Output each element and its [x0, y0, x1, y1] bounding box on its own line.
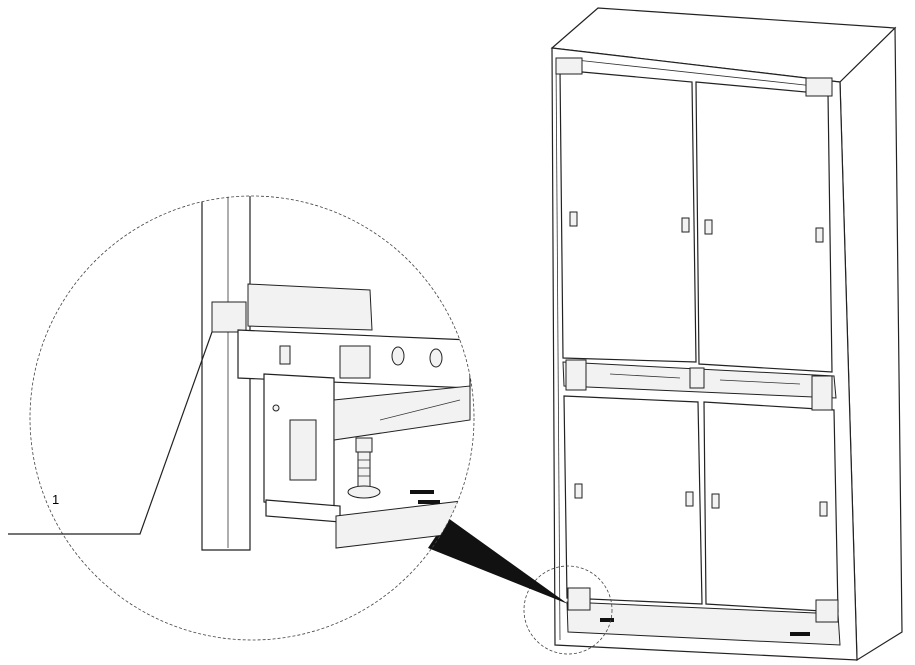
magnified-detail: [29, 195, 475, 641]
callout-1: 1: [8, 331, 213, 535]
door-panel-bottom-right: [703, 401, 839, 613]
magnifier-wedge: [428, 518, 568, 604]
middle-hinge-rail: [562, 359, 837, 411]
door-panel-top-right: [695, 81, 833, 373]
top-hinges: [555, 57, 833, 97]
door-panel-top-left: [559, 69, 697, 363]
magnifier-circle: [29, 195, 475, 641]
callout-label: 1: [52, 492, 59, 507]
door-panel-bottom-left: [563, 395, 703, 605]
detail-marker-circle: [523, 565, 613, 655]
bottom-base: [566, 587, 841, 646]
